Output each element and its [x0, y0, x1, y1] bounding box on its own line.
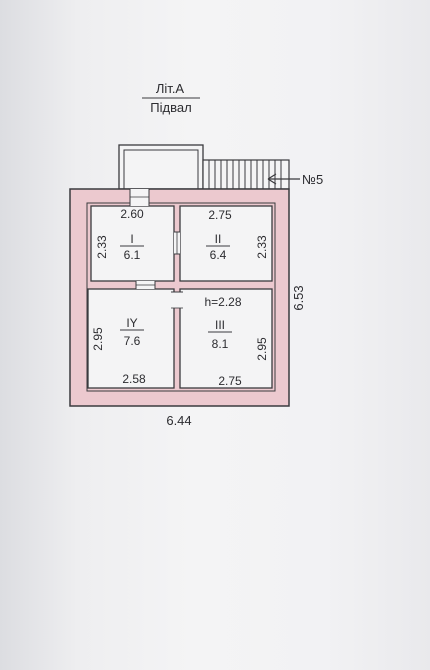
- room-iii-id: III: [215, 318, 225, 332]
- overall-height: 6.53: [291, 285, 306, 310]
- entrance-vestibule: [118, 144, 204, 190]
- room-i-height: 2.33: [95, 235, 109, 259]
- room-iii-width: 2.75: [218, 374, 242, 388]
- room-i: [90, 205, 175, 282]
- plan-title: Літ.А: [156, 81, 185, 96]
- stair: [202, 159, 290, 190]
- room-iy: [87, 288, 175, 389]
- door-i-ii: [174, 231, 180, 255]
- room-ii: [179, 205, 273, 282]
- overall-width: 6.44: [166, 413, 191, 428]
- room-iy-height: 2.95: [91, 327, 105, 351]
- room-iii: [179, 288, 273, 389]
- door-ii-iii: [171, 291, 183, 309]
- room-iii-height: 2.95: [255, 337, 269, 361]
- room-ii-id: II: [215, 232, 222, 246]
- door-i-iy: [135, 281, 156, 289]
- room-iii-area: 8.1: [212, 337, 229, 351]
- ceiling-height: h=2.28: [204, 295, 241, 309]
- stair-arrow-icon: [267, 173, 300, 185]
- door-entrance: [129, 189, 150, 206]
- plan-subtitle: Підвал: [150, 100, 191, 115]
- room-iy-id: IY: [126, 316, 137, 330]
- room-iy-area: 7.6: [124, 334, 141, 348]
- room-iy-width: 2.58: [122, 372, 146, 386]
- room-i-width: 2.60: [120, 207, 144, 221]
- room-ii-area: 6.4: [210, 248, 227, 262]
- room-i-id: I: [130, 232, 133, 246]
- inner-wall-line: [86, 202, 276, 392]
- room-ii-width: 2.75: [208, 208, 232, 222]
- room-ii-height: 2.33: [255, 235, 269, 259]
- room-i-area: 6.1: [124, 248, 141, 262]
- stair-label: №5: [302, 172, 323, 187]
